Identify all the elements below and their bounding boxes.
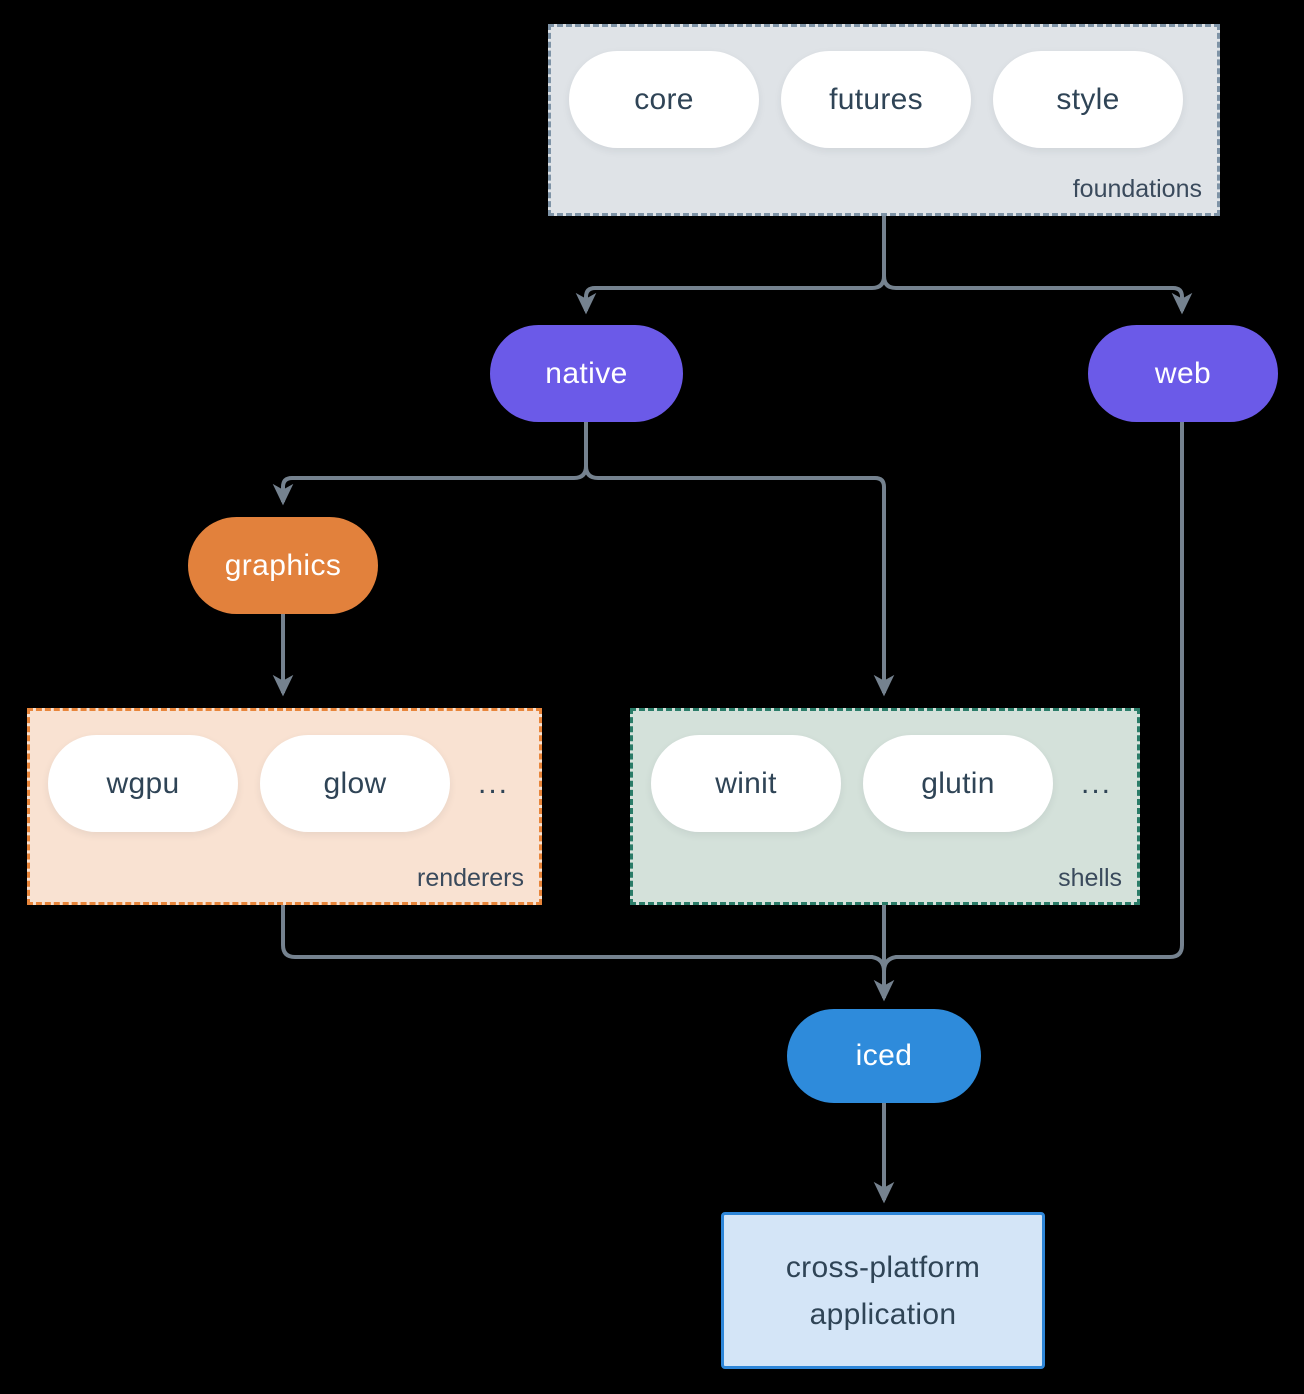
node-graphics: graphics — [188, 517, 378, 614]
shells-pill-row: winit glutin ... — [633, 711, 1137, 832]
node-style: style — [993, 51, 1183, 148]
edge-renderers-iced — [281, 905, 886, 972]
node-cross-platform-application: cross-platform application — [721, 1212, 1045, 1369]
node-glow: glow — [260, 735, 450, 832]
application-label-line1: cross-platform — [785, 1250, 981, 1284]
shells-ellipsis: ... — [1081, 766, 1113, 800]
foundations-pill-row: core futures style — [551, 27, 1217, 148]
edge-native-shells — [584, 422, 895, 697]
node-futures: futures — [781, 51, 971, 148]
renderers-ellipsis: ... — [478, 766, 510, 800]
edge-native-graphics — [272, 422, 588, 506]
node-wgpu: wgpu — [48, 735, 238, 832]
node-winit: winit — [651, 735, 841, 832]
edge-foundations-web — [882, 216, 1193, 315]
renderers-pill-row: wgpu glow ... — [30, 711, 539, 832]
application-label-line2: application — [809, 1297, 957, 1331]
edge-foundations-native — [575, 216, 886, 315]
group-renderers: wgpu glow ... renderers — [27, 708, 542, 905]
group-label-foundations: foundations — [1072, 175, 1202, 203]
group-label-renderers: renderers — [417, 864, 524, 892]
node-web: web — [1088, 325, 1278, 422]
group-label-shells: shells — [1058, 864, 1122, 892]
node-iced: iced — [787, 1009, 981, 1103]
node-core: core — [569, 51, 759, 148]
group-foundations: core futures style foundations — [548, 24, 1220, 216]
node-glutin: glutin — [863, 735, 1053, 832]
node-native: native — [490, 325, 683, 422]
group-shells: winit glutin ... shells — [630, 708, 1140, 905]
